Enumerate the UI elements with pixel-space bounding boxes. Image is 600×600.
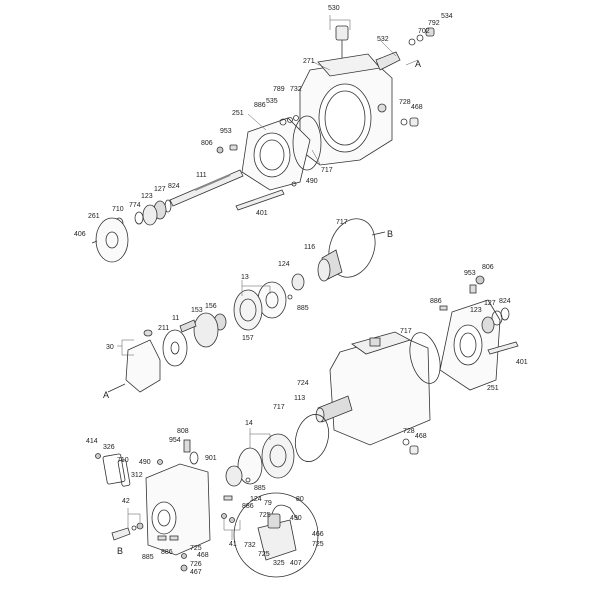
part-number-label: 251 bbox=[232, 110, 244, 117]
part-number-label: 153 bbox=[191, 307, 203, 314]
part-number-label: 806 bbox=[482, 264, 494, 271]
part-number-label: 468 bbox=[411, 104, 423, 111]
part-number-label: 824 bbox=[168, 183, 180, 190]
part-number-label: 901 bbox=[205, 455, 217, 462]
part-number-label: 885 bbox=[142, 554, 154, 561]
part-number-label: 725 bbox=[190, 545, 202, 552]
part-number-label: 953 bbox=[220, 128, 232, 135]
part-number-label: 717 bbox=[273, 404, 285, 411]
part-number-label: 116 bbox=[304, 244, 316, 251]
part-number-label: 468 bbox=[415, 433, 427, 440]
part-number-label: 156 bbox=[205, 303, 217, 310]
part-number-label: 774 bbox=[129, 202, 141, 209]
part-number-label: 123 bbox=[470, 307, 482, 314]
part-number-label: 530 bbox=[328, 5, 340, 12]
part-number-label: 157 bbox=[242, 335, 254, 342]
front-flange-251 bbox=[216, 115, 322, 191]
part-number-label: 954 bbox=[169, 437, 181, 444]
part-number-label: 726 bbox=[190, 561, 202, 568]
part-number-label: 11 bbox=[172, 315, 180, 322]
part-number-label: 79 bbox=[264, 500, 272, 507]
part-number-label: 535 bbox=[266, 98, 278, 105]
part-number-label: 42 bbox=[122, 498, 130, 505]
swash-plate-30 bbox=[107, 329, 161, 393]
part-number-label: 728 bbox=[403, 428, 415, 435]
part-number-label: 490 bbox=[306, 178, 318, 185]
part-number-label: 467 bbox=[190, 569, 202, 576]
part-number-label: 717 bbox=[336, 219, 348, 226]
part-number-label: 312 bbox=[131, 472, 143, 479]
part-number-label: 886 bbox=[161, 549, 173, 556]
part-number-label: 401 bbox=[516, 359, 528, 366]
part-number-label: 466 bbox=[312, 531, 324, 538]
part-number-label: 717 bbox=[321, 167, 333, 174]
part-number-label: 211 bbox=[158, 325, 170, 332]
part-number-label: 41 bbox=[229, 541, 237, 548]
part-number-label: 468 bbox=[197, 552, 209, 559]
section-marker-label: A bbox=[103, 390, 110, 400]
part-number-label: 717 bbox=[400, 328, 412, 335]
middle-rotating-group bbox=[162, 218, 386, 367]
part-number-label: 325 bbox=[273, 560, 285, 567]
part-number-label: 725 bbox=[259, 512, 271, 519]
part-number-label: 13 bbox=[241, 274, 249, 281]
part-number-label: 710 bbox=[117, 457, 129, 464]
part-number-label: 886 bbox=[254, 102, 266, 109]
upper-housing-271 bbox=[299, 25, 435, 166]
part-number-label: 885 bbox=[254, 485, 266, 492]
part-number-label: 80 bbox=[296, 496, 304, 503]
part-number-label: 725 bbox=[258, 551, 270, 558]
section-marker-label: A bbox=[415, 59, 422, 69]
part-number-label: 490 bbox=[139, 459, 151, 466]
part-number-label: 789 bbox=[273, 86, 285, 93]
part-number-label: 728 bbox=[399, 99, 411, 106]
part-number-label: 886 bbox=[430, 298, 442, 305]
part-number-label: 710 bbox=[112, 206, 124, 213]
part-number-label: 490 bbox=[290, 515, 302, 522]
part-number-label: 732 bbox=[290, 86, 302, 93]
part-number-label: 407 bbox=[290, 560, 302, 567]
part-number-label: 113 bbox=[294, 395, 306, 402]
solenoid-detail-80 bbox=[233, 492, 319, 578]
part-number-label: 401 bbox=[256, 210, 268, 217]
part-number-label: 806 bbox=[201, 140, 213, 147]
part-number-label: 111 bbox=[196, 172, 207, 179]
part-number-label: 271 bbox=[303, 58, 315, 65]
part-number-label: 732 bbox=[244, 542, 256, 549]
section-marker-label: B bbox=[117, 546, 124, 556]
part-number-label: 532 bbox=[377, 36, 389, 43]
part-number-label: 251 bbox=[487, 385, 499, 392]
part-number-label: 326 bbox=[103, 444, 115, 451]
part-number-label: 261 bbox=[88, 213, 100, 220]
part-number-label: 124 bbox=[250, 496, 262, 503]
part-number-label: 953 bbox=[464, 270, 476, 277]
part-number-label: 414 bbox=[86, 438, 98, 445]
part-number-label: 808 bbox=[177, 428, 189, 435]
part-number-label: 792 bbox=[428, 20, 440, 27]
part-number-label: 127 bbox=[154, 186, 166, 193]
part-number-label: 123 bbox=[141, 193, 153, 200]
part-number-label: 406 bbox=[74, 231, 86, 238]
part-number-label: 534 bbox=[441, 13, 453, 20]
part-number-label: 14 bbox=[245, 420, 253, 427]
part-number-label: 824 bbox=[499, 298, 511, 305]
regulator-block-312 bbox=[95, 439, 235, 572]
shaft-111 bbox=[91, 169, 297, 263]
leader-lines bbox=[117, 15, 419, 540]
lower-rotating-group-14 bbox=[225, 433, 295, 487]
part-number-label: 124 bbox=[278, 261, 290, 268]
part-number-label: 127 bbox=[484, 300, 496, 307]
main-housing bbox=[294, 275, 519, 462]
section-marker-label: B bbox=[387, 229, 394, 239]
part-number-label: 886 bbox=[242, 503, 254, 510]
part-number-label: 725 bbox=[312, 541, 324, 548]
part-number-label: 30 bbox=[106, 344, 114, 351]
part-number-label: 702 bbox=[418, 28, 430, 35]
part-number-label: 724 bbox=[297, 380, 309, 387]
part-number-label: 885 bbox=[297, 305, 309, 312]
